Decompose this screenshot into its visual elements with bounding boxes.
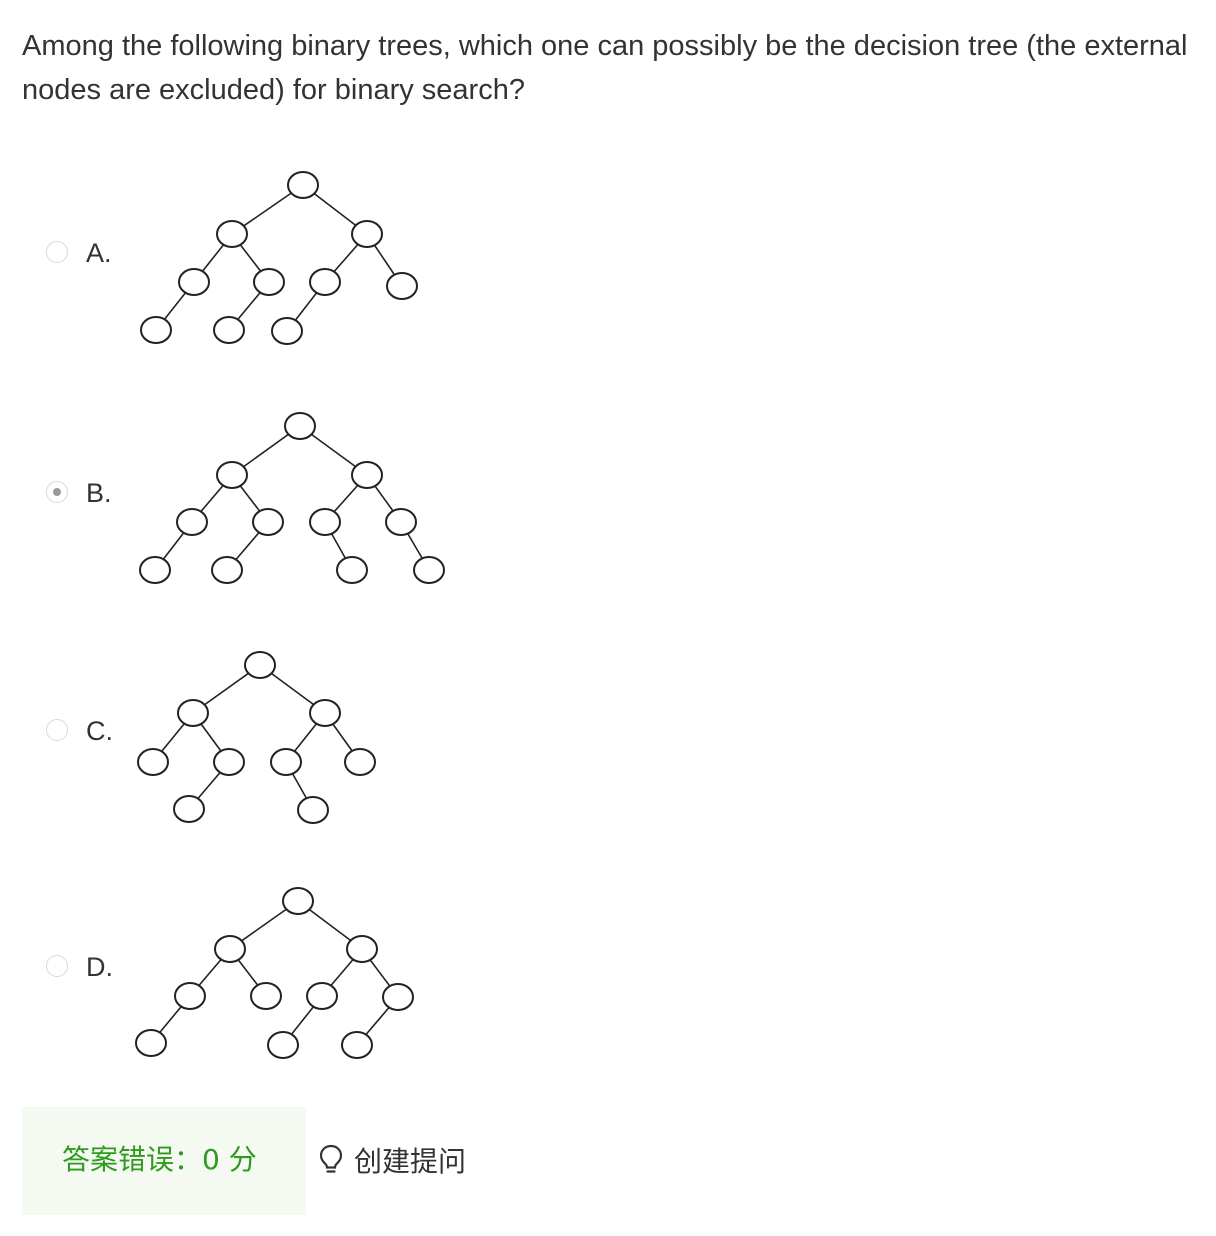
option-c-label: C.: [86, 716, 113, 746]
option-d-label: D.: [86, 952, 113, 982]
tree-b-nodes: [139, 412, 445, 584]
option-b[interactable]: B.: [0, 0, 600, 508]
tree-a-edges: [155, 184, 403, 332]
tree-d-nodes: [135, 887, 414, 1059]
option-c[interactable]: C.: [0, 0, 600, 746]
option-a[interactable]: A.: [0, 0, 600, 268]
question-text: Among the following binary trees, which …: [22, 30, 1188, 106]
option-a-radio[interactable]: [46, 241, 68, 263]
tree-c-nodes: [137, 651, 376, 824]
create-question-button[interactable]: 创建提问: [318, 1140, 466, 1180]
result-status: 答案错误：0 分: [62, 1143, 257, 1176]
option-b-radio[interactable]: [46, 481, 68, 503]
option-d[interactable]: D.: [0, 0, 600, 982]
option-c-radio[interactable]: [46, 719, 68, 741]
lightbulb-icon: [318, 1143, 344, 1177]
option-d-radio[interactable]: [46, 955, 68, 977]
option-a-label: A.: [86, 238, 112, 268]
tree-d-edges: [150, 900, 399, 1046]
tree-b-edges: [154, 425, 430, 571]
option-b-label: B.: [86, 478, 112, 508]
tree-c-edges: [152, 664, 361, 811]
result-panel: 答案错误：0 分: [22, 1107, 306, 1215]
create-question-label: 创建提问: [354, 1145, 467, 1178]
